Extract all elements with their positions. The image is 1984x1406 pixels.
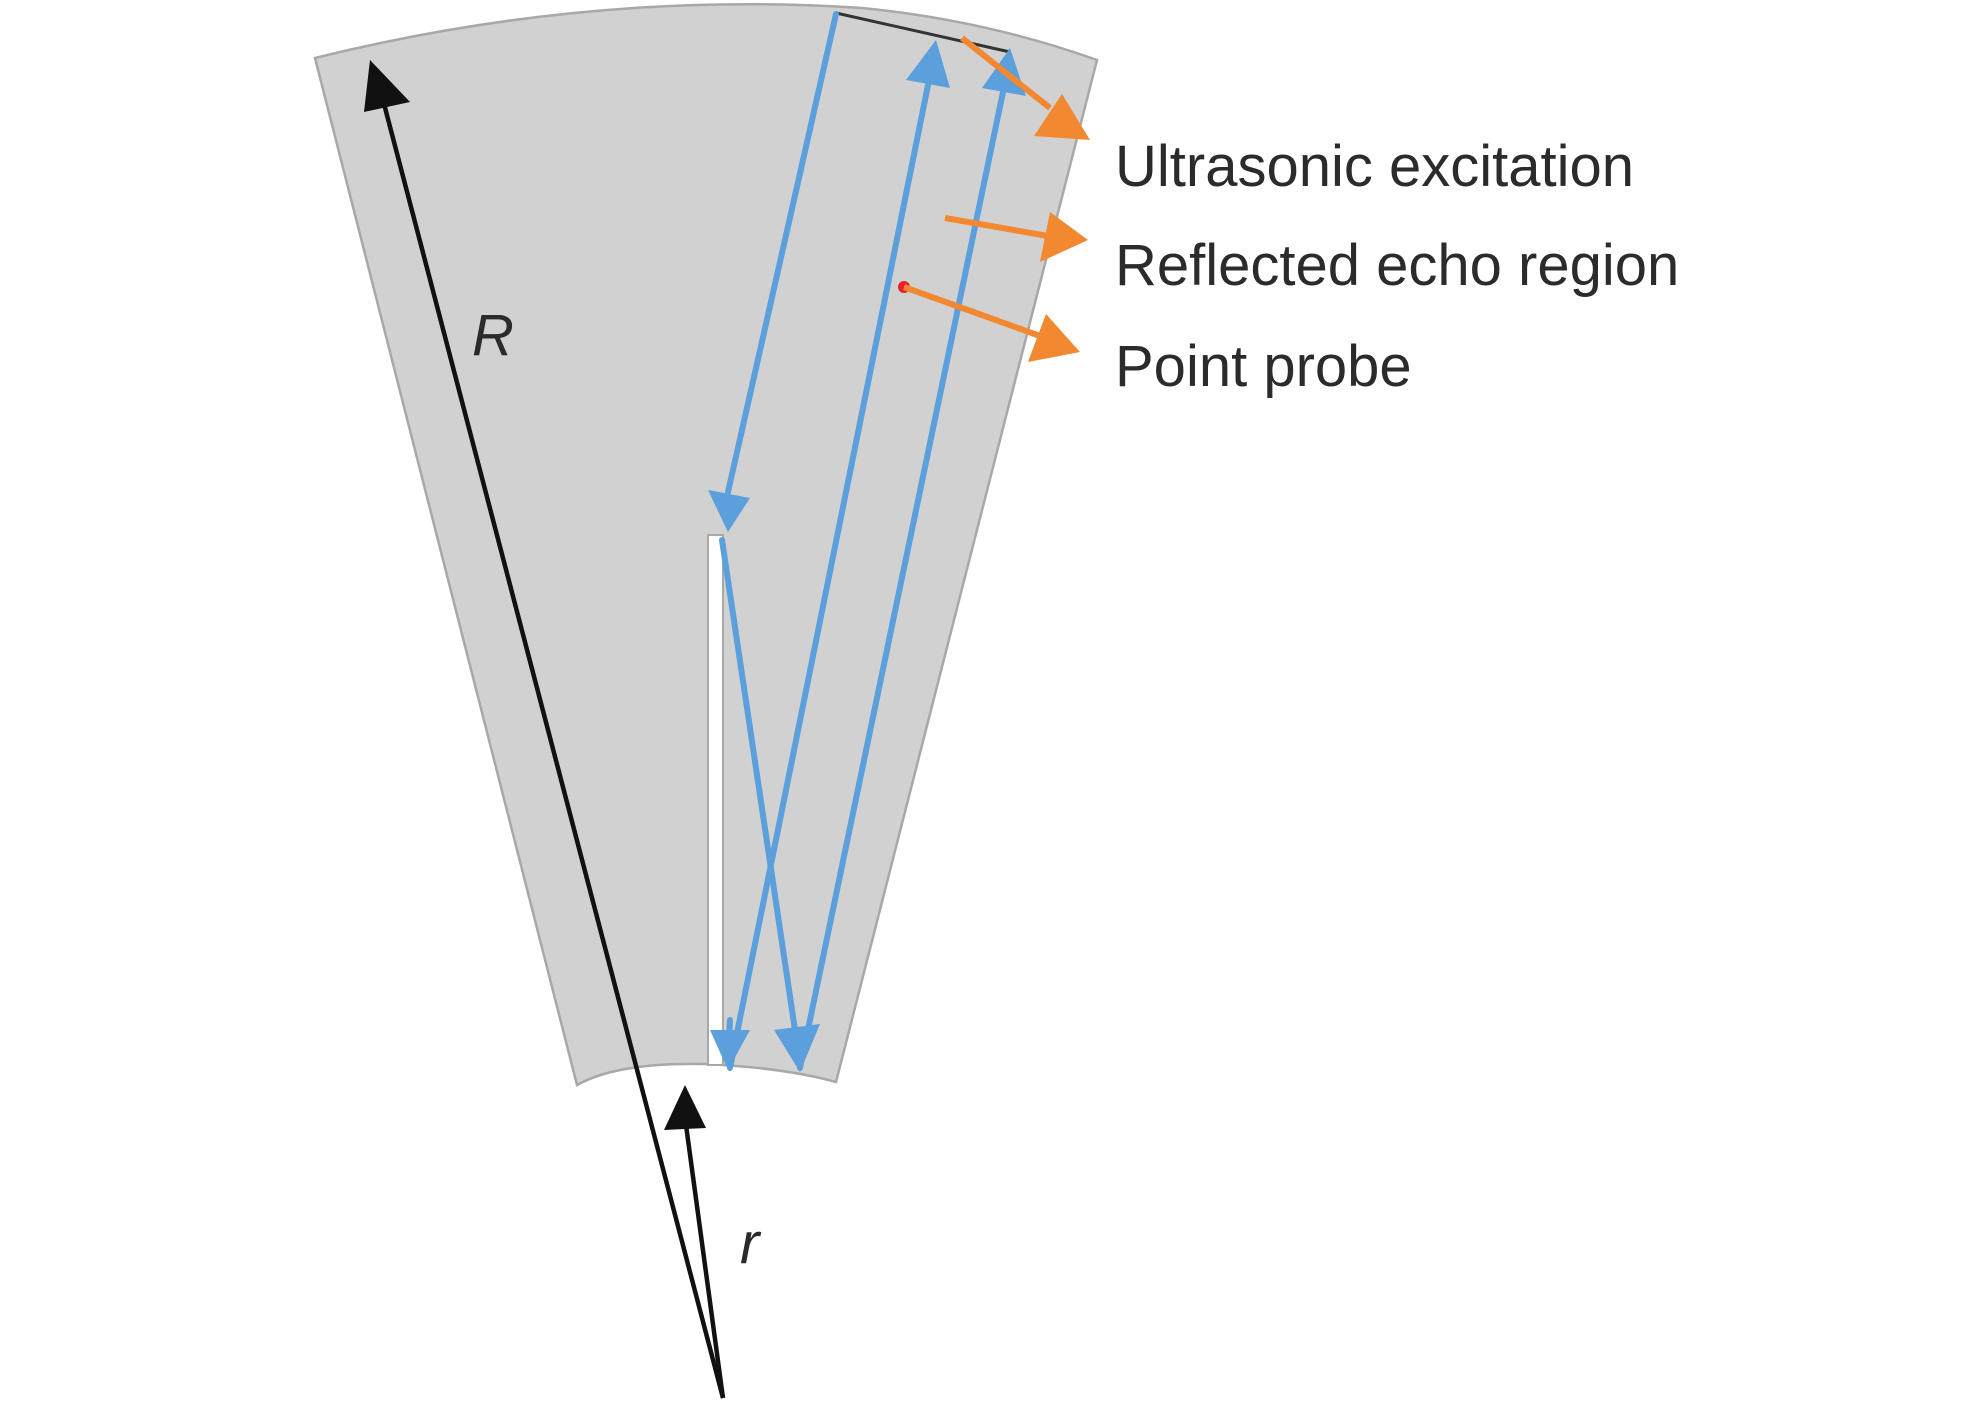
reflected-wave-path-2 (797, 89, 1006, 1071)
outer-radius-line (380, 99, 726, 1399)
incident-wave-path (725, 11, 839, 495)
point-probe-arrowhead (1028, 314, 1080, 362)
reflected-wave-arrowhead-1 (906, 40, 950, 88)
incident-wave-arrowhead (708, 490, 750, 532)
reflected-wave-path-1 (727, 82, 931, 1071)
inner-radius-line (683, 1124, 726, 1399)
inner-radius-label: r (740, 1211, 762, 1276)
reflected-wave-down-arrowhead (710, 1030, 750, 1070)
annular-sector-body (313, 2, 1099, 1087)
ultrasonic-excitation-label: Ultrasonic excitation (1115, 134, 1634, 199)
outer-radius-arrowhead (364, 60, 410, 112)
crack-notch (707, 534, 724, 1066)
inner-radius-arrowhead (664, 1085, 706, 1130)
point-probe-label: Point probe (1115, 334, 1412, 399)
ultrasonic-excitation-pointer (960, 35, 1052, 111)
diffracted-wave-path (719, 537, 798, 1033)
excitation-segment (835, 11, 1011, 54)
ultrasonic-excitation-arrowhead (1034, 94, 1090, 140)
reflected-echo-arrowhead (1040, 212, 1088, 262)
outer-radius-label: R (472, 303, 514, 368)
point-probe-pointer (902, 284, 1042, 339)
reflected-echo-region-label: Reflected echo region (1115, 233, 1679, 298)
reflected-echo-pointer (944, 215, 1049, 239)
